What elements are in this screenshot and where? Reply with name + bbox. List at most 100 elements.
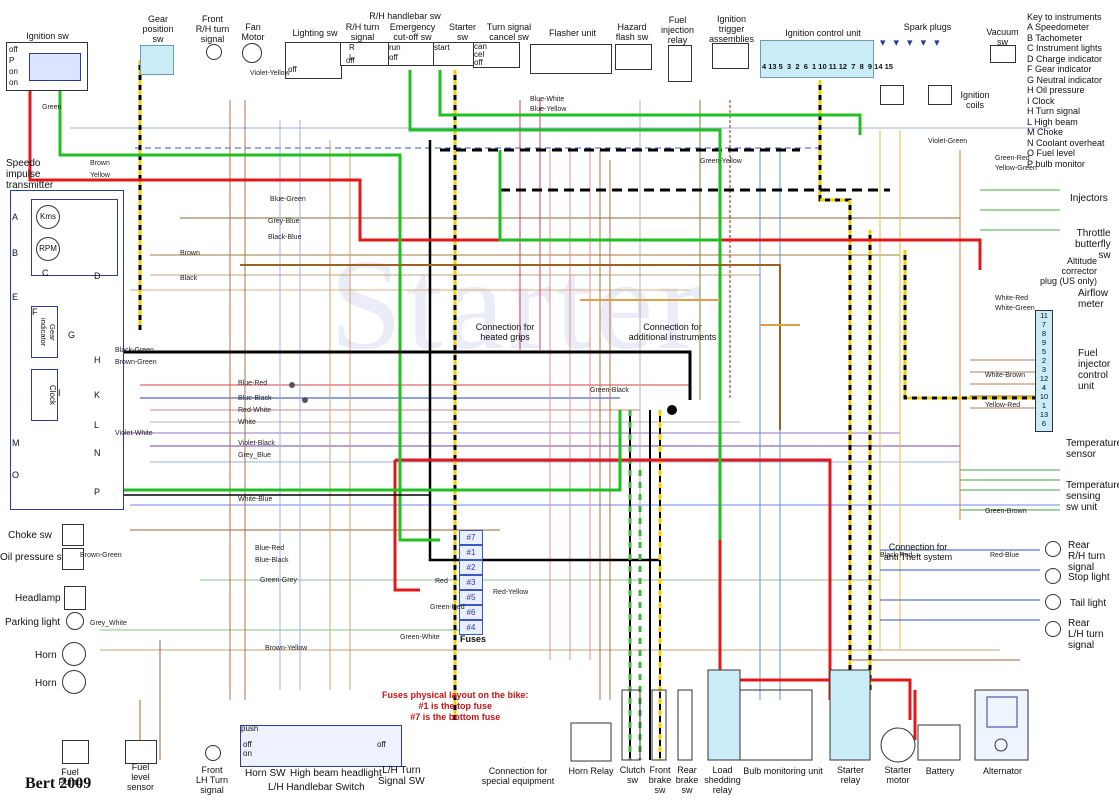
wire-label-white-blue: White-Blue	[238, 496, 273, 503]
fic-pin: 1	[1041, 401, 1047, 410]
clutch-sw-label: Clutch sw	[619, 765, 646, 785]
headlamp	[64, 586, 86, 610]
front-lh-turn-bulb	[205, 745, 221, 761]
wire-label-blue-black: Blue-Black	[238, 395, 272, 402]
wire-label-black-blue: Black-Blue	[268, 234, 302, 241]
wire-label-yellow-green: Yellow-Green	[995, 165, 1037, 172]
author-credit: Bert 2009	[25, 775, 92, 792]
cancel-off: off	[474, 58, 483, 67]
instrument-letter-m: M	[12, 438, 20, 448]
instrument-letter-d: D	[94, 271, 101, 281]
wire-label-green: Green	[42, 104, 62, 111]
fuel-pump-label: Fuel Pump	[58, 767, 82, 787]
fuse-1: #1	[459, 545, 483, 560]
instrument-letter-e: E	[12, 292, 19, 302]
instrument-letter-a: A	[12, 212, 19, 222]
starter-start: start	[434, 43, 450, 52]
wire-label-green-red-2: Green-Red	[995, 155, 1030, 162]
fuse-3: #3	[459, 575, 483, 590]
header-rh-handlebar: R/H handlebar sw	[369, 11, 441, 21]
emergency-cutoff-switch[interactable]: run off	[388, 42, 435, 66]
instrument-cluster: Kms RPM Gear indicator Clock	[10, 190, 124, 510]
key-item: O Fuel level	[1027, 148, 1076, 158]
wire-label-white-brown: White-Brown	[985, 372, 1026, 379]
lh-handlebar-switch[interactable]: off on push off	[240, 724, 402, 767]
rh-row-r: R	[349, 43, 355, 52]
high-beam-label: High beam headlight	[290, 768, 382, 779]
wire-label-grey-blue-2: Grey_Blue	[238, 452, 272, 459]
instrument-letter-n: N	[94, 448, 101, 458]
hazard-flash-switch[interactable]	[615, 44, 652, 70]
header-rh-turn-signal: R/H turn signal	[345, 22, 380, 42]
wire-label-green-grey: Green-Grey	[260, 577, 297, 584]
key-item: M Choke	[1027, 127, 1064, 137]
header-gear-position: Gear position sw	[142, 14, 174, 44]
fic-pin: 5	[1041, 347, 1047, 356]
header-lighting-sw: Lighting sw	[292, 28, 338, 38]
switch-row-off-2: off	[377, 740, 386, 749]
fuses-title: Fuses	[460, 634, 487, 644]
rh-turn-switch[interactable]: R L	[340, 42, 392, 66]
rear-rh-turn-label: Rear R/H turn signal	[1068, 540, 1106, 573]
fic-pin: 7	[1041, 320, 1047, 329]
rear-brake-sw-label: Rear brake sw	[675, 765, 699, 795]
tail-light-bulb	[1045, 594, 1061, 610]
wire-label-blue-white: Blue-White	[530, 96, 565, 103]
injectors-label: Injectors	[1070, 193, 1108, 204]
rear-lh-turn-label: Rear L/H turn signal	[1068, 618, 1104, 651]
ignition-switch[interactable]: off P on on	[6, 42, 88, 91]
ignition-row-on-2: on	[9, 78, 18, 87]
rear-rh-turn-bulb	[1045, 541, 1061, 557]
header-spark-plugs: Spark plugs	[903, 22, 952, 32]
fuel-level-sensor	[125, 740, 157, 764]
fic-pin: 4	[1041, 383, 1047, 392]
wire-label-violet-black: Violet-Black	[238, 440, 275, 447]
ignition-row-on: on	[9, 67, 18, 76]
clock-display: Clock	[31, 369, 58, 421]
rear-lh-turn-bulb	[1045, 621, 1061, 637]
header-hazard-flash: Hazard flash sw	[615, 22, 649, 42]
wire-label-grey-blue: Grey-Blue	[268, 218, 300, 225]
stop-light-label: Stop light	[1068, 572, 1110, 583]
turn-cancel-switch[interactable]: can cel off	[473, 42, 520, 68]
fic-pin: 8	[1041, 329, 1047, 338]
spark-plug-icons: ▾▾▾▾▾	[880, 37, 948, 49]
wire-label-red: Red	[435, 578, 448, 585]
fuse-4: #4	[459, 620, 483, 635]
fuse-5: #5	[459, 590, 483, 605]
wire-label-violet-green: Violet-Green	[928, 138, 968, 145]
airflow-meter-label: Airflow meter	[1078, 288, 1109, 310]
switch-row-on: on	[243, 749, 252, 758]
lighting-off: off	[288, 65, 297, 74]
wire-label-blue-black-2: Blue-Black	[255, 557, 289, 564]
stop-light-bulb	[1045, 568, 1061, 584]
flasher-unit	[530, 44, 612, 74]
starter-switch[interactable]: start	[433, 42, 475, 66]
wire-label-red-blue: Red-Blue	[990, 552, 1020, 559]
instrument-letter-f: F	[32, 307, 38, 317]
key-title: Key to instruments	[1027, 12, 1102, 22]
fuel-pump	[62, 740, 89, 764]
wire-label-grey-white: Grey_White	[90, 620, 127, 627]
instrument-letter-g: G	[68, 330, 76, 340]
fic-pin: 2	[1041, 356, 1047, 365]
gear-indicator: Gear indicator	[31, 306, 58, 358]
front-brake-sw-label: Front brake sw	[648, 765, 672, 795]
headlamp-label: Headlamp	[15, 593, 61, 604]
key-item: G Neutral indicator	[1027, 74, 1103, 85]
speedometer-gauge: Kms	[36, 205, 60, 229]
fic-pin: 6	[1041, 419, 1047, 428]
fuse-6: #6	[459, 605, 483, 620]
oil-pressure-label: Oil pressure sw	[0, 552, 69, 563]
parking-light-label: Parking light	[5, 617, 61, 628]
instrument-letter-h: H	[94, 355, 101, 365]
key-item: L High beam	[1027, 116, 1078, 127]
horn-sw-label: Horn SW	[245, 768, 286, 779]
front-lh-turn-label: Front LH Turn signal	[195, 765, 228, 795]
key-item: F Gear indicator	[1027, 64, 1092, 74]
speedo-label: Speedo impulse transmitter	[6, 158, 54, 191]
lighting-switch[interactable]: off	[285, 42, 342, 79]
wire-label-brown-2: Brown	[180, 250, 200, 257]
wire-label-white: White	[238, 419, 256, 426]
